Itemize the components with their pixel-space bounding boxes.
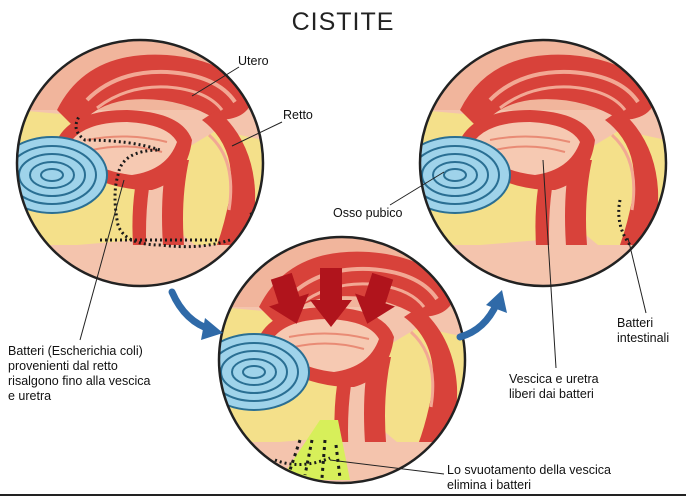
label-vescica-line1: Vescica e uretra <box>509 372 599 386</box>
label-batteri-line3: risalgono fino alla vescica <box>8 374 151 388</box>
label-vescica-line2: liberi dai batteri <box>509 387 594 401</box>
flow-arrow-left <box>168 288 223 340</box>
bacteria-path-left <box>74 114 231 249</box>
label-retto: Retto <box>283 108 313 122</box>
flow-arrow-right <box>456 290 507 341</box>
label-batteri-line1: Batteri (Escherichia coli) <box>8 344 143 358</box>
pressure-arrows <box>269 268 395 327</box>
label-intestinali-line1: Batteri <box>617 316 654 330</box>
label-intestinali-line2: intestinali <box>617 331 670 345</box>
leader-lines <box>79 66 647 475</box>
diagram-title: CISTITE <box>291 8 395 36</box>
middle-panel <box>217 235 467 485</box>
bottom-border <box>0 494 686 496</box>
label-svuotamento-line1: Lo svuotamento della vescica <box>447 463 611 477</box>
label-batteri-line4: e uretra <box>8 389 52 403</box>
right-panel <box>418 38 668 288</box>
left-panel <box>15 38 265 288</box>
label-osso-pubico: Osso pubico <box>333 206 403 220</box>
label-svuotamento-line2: elimina i batteri <box>447 478 532 492</box>
urine-stream <box>280 420 350 480</box>
label-batteri-line2: provenienti dal retto <box>8 359 118 373</box>
label-utero: Utero <box>238 54 269 68</box>
